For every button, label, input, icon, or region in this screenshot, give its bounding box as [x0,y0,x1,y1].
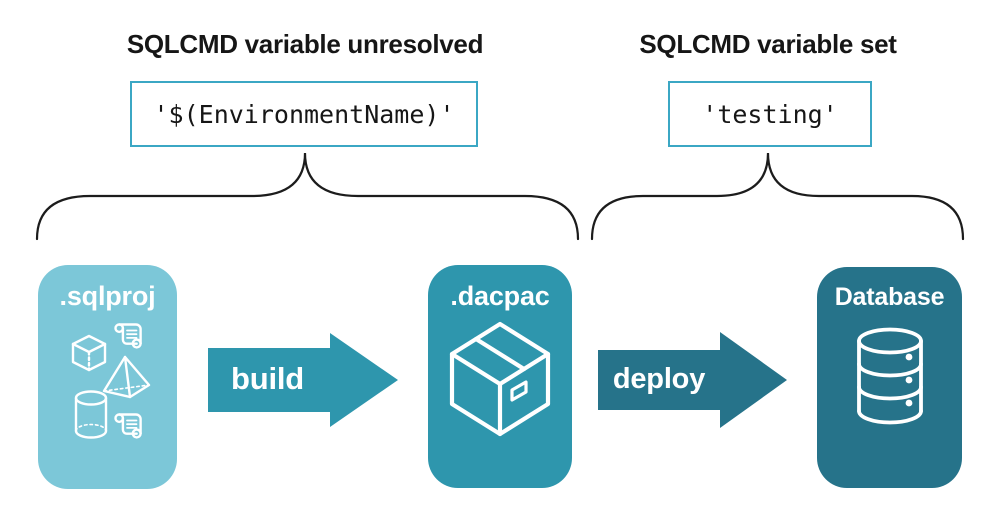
resolved-variable-code-box: 'testing' [668,81,872,147]
deploy-arrow-label: deploy [612,363,706,395]
cube-icon [71,334,106,372]
stage-dacpac-label: .dacpac [450,281,550,311]
stage-database: Database [817,267,962,488]
unresolved-variable-code-text: '$(EnvironmentName)' [153,99,455,129]
database-cylinder-icon [856,327,923,425]
unresolved-variable-code-box: '$(EnvironmentName)' [130,81,478,147]
sql-project-objects-icon [71,323,150,439]
deploy-arrow-icon [598,332,787,428]
build-arrow-label: build [230,361,305,396]
left-annotation-heading: SQLCMD variable unresolved [126,29,484,59]
stage-sqlproj-label: .sqlproj [59,281,156,311]
stage-dacpac: .dacpac [428,265,572,488]
cylinder-icon [74,390,107,439]
stage-database-label: Database [834,283,945,311]
scroll-icon [113,323,142,349]
brace-layer [35,152,965,241]
package-box-icon [449,321,551,437]
pyramid-icon [102,355,150,399]
right-brace [590,152,965,241]
build-arrow-icon [208,333,398,427]
resolved-variable-code-text: 'testing' [702,99,838,129]
left-brace [35,152,580,241]
right-annotation-heading: SQLCMD variable set [639,29,897,59]
scroll-icon [113,413,142,439]
stage-sqlproj: .sqlproj [38,265,177,489]
